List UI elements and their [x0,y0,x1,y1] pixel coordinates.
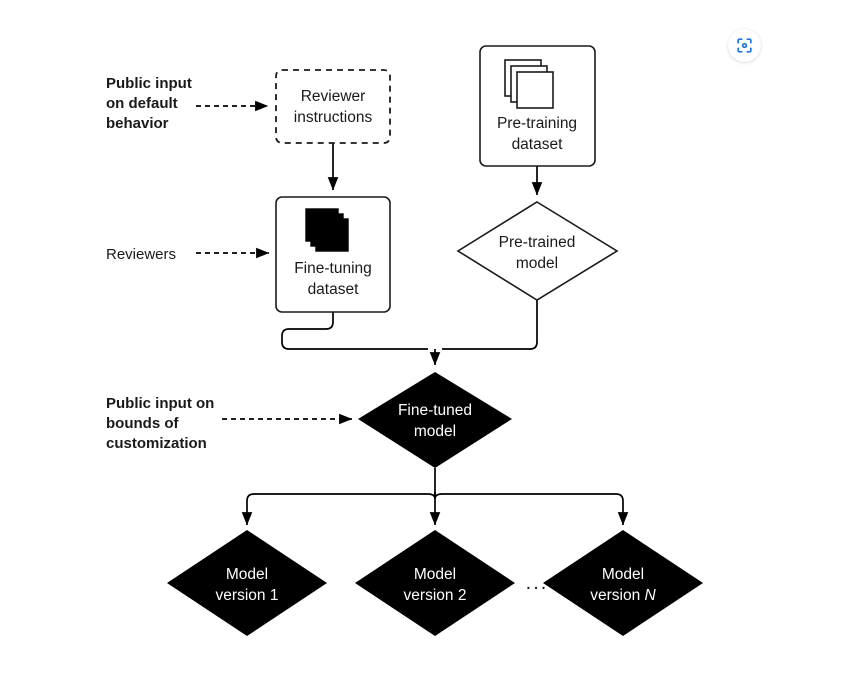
finetuned-model-label-line2: model [414,423,456,440]
edge-finetuned-model-to-version-1 [241,492,436,526]
pretrained-model-label-line2: model [516,255,558,272]
reviewer-instructions-label-line1: Reviewer [301,88,366,105]
reviewer-instructions-label-line2: instructions [294,109,373,126]
node-model-version-2[interactable]: Model version 2 [355,530,515,636]
finetuning-dataset-label-line2: dataset [308,281,360,298]
pretrained-model-label-line1: Pre-trained [499,234,576,251]
public-bounds-line1: Public input on [106,395,214,412]
scan-icon [737,38,752,53]
edge-finetuned-model-to-version-n [434,492,629,526]
model-version-1-shape [167,530,327,636]
model-version-n-shape [543,530,703,636]
scan-button[interactable] [728,29,761,62]
pretrained-model-shape [456,201,619,301]
stacked-documents-outline-icon [504,59,554,109]
stacked-documents-solid-icon [305,208,349,252]
label-reviewers: Reviewers [106,246,176,263]
public-bounds-line2: bounds of [106,415,179,432]
pretraining-dataset-label-line1: Pre-training [497,115,577,132]
finetuned-model-shape [358,372,512,468]
edge-pretrained-model-to-merge [442,300,538,350]
public-default-line3: behavior [106,115,169,132]
public-default-line2: on default [106,95,178,112]
node-finetuning-dataset[interactable]: Fine-tuning dataset [275,196,391,313]
edge-finetuning-dataset-to-merge [281,341,428,350]
model-version-n-label-italic: N [645,587,657,604]
node-model-version-1[interactable]: Model version 1 [167,530,327,636]
model-version-2-label-line1: Model [414,566,456,583]
model-version-2-shape [355,530,515,636]
node-finetuned-model[interactable]: Fine-tuned model [358,372,512,468]
edge-finetuning-dataset-to-merge-stub [281,312,334,342]
model-version-2-label-line2: version 2 [404,587,467,604]
node-reviewer-instructions[interactable]: Reviewer instructions [275,69,391,144]
model-version-n-label-prefix: version [590,587,644,604]
public-default-line1: Public input [106,75,192,92]
pretraining-dataset-label-line2: dataset [512,136,564,153]
node-pretrained-model[interactable]: Pre-trained model [456,201,619,301]
label-public-input-bounds-customization: Public input on bounds of customization [106,395,214,452]
versions-ellipsis: ... [526,572,549,594]
model-version-1-label-line1: Model [226,566,268,583]
reviewer-instructions-shape [275,69,391,144]
finetuning-dataset-label-line1: Fine-tuning [294,260,372,277]
finetuned-model-label-line1: Fine-tuned [398,402,472,419]
node-model-version-n[interactable]: Model version N [543,530,703,636]
finetuning-dataset-shape [275,196,391,313]
model-version-n-label-line1: Model [602,566,644,583]
public-bounds-line3: customization [106,435,207,452]
label-public-input-default-behavior: Public input on default behavior [106,75,192,132]
node-pretraining-dataset[interactable]: Pre-training dataset [479,45,596,167]
model-version-n-label-line2: version N [590,587,656,604]
model-version-1-label-line2: version 1 [216,587,279,604]
